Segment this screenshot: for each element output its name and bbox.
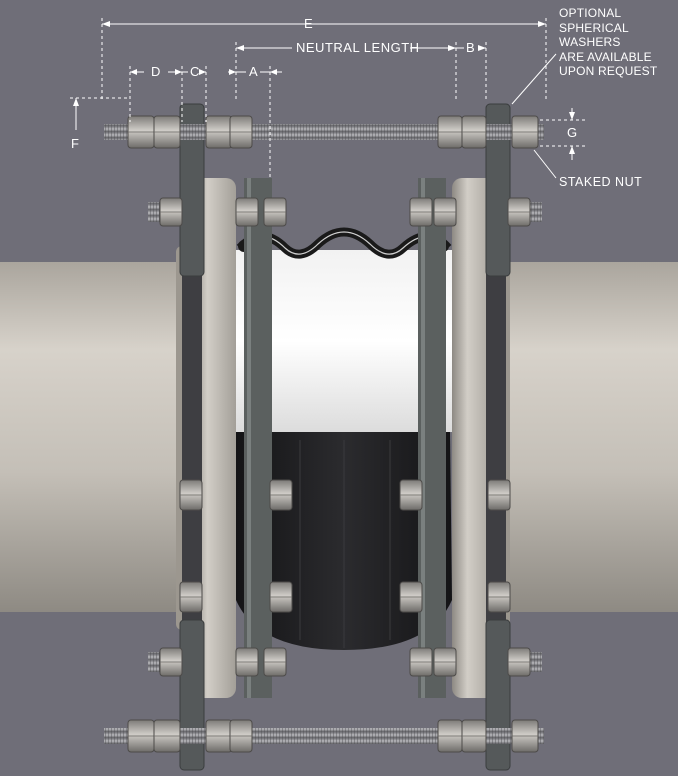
callout-line: ARE AVAILABLE bbox=[559, 49, 652, 64]
dimension-label-b: B bbox=[466, 40, 476, 55]
hex-nuts bbox=[127, 115, 539, 753]
dimension-label-a: A bbox=[249, 64, 259, 79]
optional-washers-callout: OPTIONAL SPHERICAL WASHERS ARE AVAILABLE… bbox=[559, 6, 657, 79]
right-pipe-flange bbox=[452, 178, 510, 698]
left-retaining-ring bbox=[244, 178, 272, 698]
callout-line: UPON REQUEST bbox=[559, 64, 658, 79]
dimension-label-neutral-length: NEUTRAL LENGTH bbox=[296, 40, 420, 55]
dimension-label-g: G bbox=[567, 125, 578, 140]
dimension-label-f: F bbox=[71, 136, 80, 151]
staked-nut-callout: STAKED NUT bbox=[559, 175, 643, 189]
left-pipe bbox=[0, 262, 196, 612]
callout-line: OPTIONAL bbox=[559, 6, 622, 20]
right-pipe bbox=[498, 262, 678, 612]
callout-line: SPHERICAL bbox=[559, 20, 629, 35]
dimension-label-d: D bbox=[151, 64, 161, 79]
right-retaining-ring bbox=[418, 178, 446, 698]
dimension-label-c: C bbox=[190, 64, 200, 79]
callout-line: WASHERS bbox=[559, 35, 621, 50]
dimension-arrowheads bbox=[73, 21, 575, 154]
dimension-label-e: E bbox=[304, 16, 314, 31]
left-pipe-flange bbox=[176, 178, 236, 698]
